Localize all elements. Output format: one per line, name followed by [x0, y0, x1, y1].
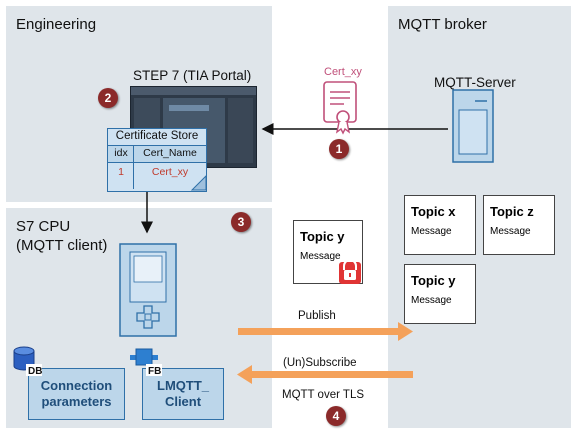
s7cpu-title-line1: S7 CPU	[16, 218, 71, 235]
broker-topic-x-title: Topic x	[411, 204, 456, 219]
publish-arrow	[238, 322, 413, 341]
topic-y-title: Topic y	[300, 229, 345, 244]
unsubscribe-label: (Un)Subscribe	[283, 357, 357, 369]
mqtt-broker-title: MQTT broker	[398, 16, 487, 33]
cert-store-col-divider	[133, 145, 134, 189]
tia-toolbar	[131, 87, 256, 95]
engineering-title: Engineering	[16, 16, 97, 33]
broker-topic-z-document: Topic z Message	[483, 195, 555, 255]
broker-topic-z-title: Topic z	[490, 204, 534, 219]
broker-topic-y-document: Topic y Message	[404, 264, 476, 324]
lmqtt-client-box: LMQTT_ Client	[142, 368, 224, 420]
broker-topic-x-document: Topic x Message	[404, 195, 476, 255]
mqtt-server-icon	[452, 89, 494, 163]
cert-store-fold-icon	[190, 174, 207, 191]
unsubscribe-arrow	[237, 365, 413, 384]
lmqtt-client-line1: LMQTT_	[157, 378, 209, 393]
connection-parameters-line1: Connection	[40, 378, 113, 393]
mqtt-server-label: MQTT-Server	[434, 75, 516, 90]
padlock-icon	[339, 259, 361, 284]
s7-cpu-device-icon	[119, 243, 177, 337]
cert-store-cell-certname: Cert_xy	[151, 166, 189, 178]
broker-topic-z-message: Message	[490, 226, 531, 237]
tia-workarea-highlight	[169, 105, 209, 111]
db-icon: DB	[13, 346, 42, 377]
s7cpu-title-line2: (MQTT client)	[16, 237, 108, 254]
certificate-icon	[323, 81, 357, 135]
lmqtt-client-line2: Client	[164, 394, 202, 409]
mqtt-over-tls-label: MQTT over TLS	[282, 389, 365, 401]
broker-topic-y-message: Message	[411, 295, 452, 306]
db-icon-label: DB	[28, 366, 42, 377]
certificate-store-table: Certificate Store idx Cert_Name 1 Cert_x…	[107, 128, 207, 192]
cert-store-header-row	[108, 145, 206, 163]
tia-taskcards	[228, 98, 253, 163]
connection-parameters-line2: parameters	[41, 394, 112, 409]
fb-icon-label: FB	[148, 366, 161, 377]
broker-topic-x-message: Message	[411, 226, 452, 237]
badge-step-4: 4	[326, 406, 346, 426]
connection-parameters-box: Connection parameters	[28, 368, 125, 420]
cert-store-col-idx: idx	[114, 147, 128, 159]
broker-topic-y-title: Topic y	[411, 273, 456, 288]
cert-store-cell-idx: 1	[118, 166, 124, 178]
certificate-store-title: Certificate Store	[115, 130, 199, 142]
badge-step-2: 2	[98, 88, 118, 108]
step7-label: STEP 7 (TIA Portal)	[133, 68, 252, 83]
cert-store-col-certname: Cert_Name	[143, 147, 197, 159]
certificate-label: Cert_xy	[324, 66, 362, 78]
badge-step-3: 3	[231, 212, 251, 232]
badge-step-1: 1	[329, 139, 349, 159]
publish-label: Publish	[298, 310, 336, 322]
topic-y-message: Message	[300, 251, 341, 262]
fb-icon: FB	[130, 348, 162, 377]
